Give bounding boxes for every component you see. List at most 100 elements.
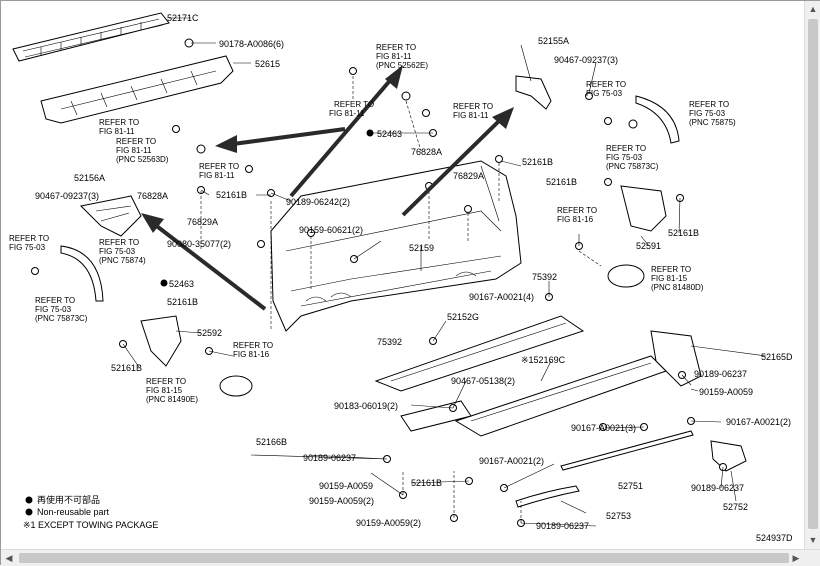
- part-label-52152g[interactable]: 52152G: [447, 312, 479, 322]
- retainer-52155a: [515, 75, 552, 110]
- parts-diagram: 52171C 90178-A0086(6) 52615 52155A 90467…: [9, 12, 793, 543]
- part-label-52463-lower[interactable]: 52463: [169, 279, 194, 289]
- moulding-52753: [515, 485, 580, 508]
- legend-line-1: 再使用不可部品: [37, 494, 100, 505]
- step-pad-52152g: [374, 315, 585, 392]
- part-label-76829a-left[interactable]: 76829A: [187, 217, 218, 227]
- part-label-52161b-b[interactable]: 52161B: [546, 177, 577, 187]
- part-label-90167-a0021-3[interactable]: 90167-A0021(3): [571, 423, 636, 433]
- bracket-52592: [140, 315, 182, 367]
- part-label-90189-06237-b[interactable]: 90189-06237: [536, 521, 589, 531]
- part-label-76828a-right[interactable]: 76828A: [411, 147, 442, 157]
- part-label-90167-a0021-2-a[interactable]: 90167-A0021(2): [479, 456, 544, 466]
- part-label-152169c[interactable]: ※152169C: [521, 355, 566, 365]
- part-label-90467-left[interactable]: 90467-09237(3): [35, 191, 99, 201]
- legend-bullet-icon: [25, 496, 33, 504]
- part-label-90167-a0021-2-b[interactable]: 90167-A0021(2): [726, 417, 791, 427]
- scroll-left-arrow-icon[interactable]: ◀: [5, 553, 13, 563]
- reflector-lamp-right: [607, 264, 645, 288]
- part-label-52166b[interactable]: 52166B: [256, 437, 287, 447]
- part-label-75392-a[interactable]: 75392: [532, 272, 557, 282]
- retainer-52156a: [79, 195, 142, 237]
- mudguard-left: [60, 245, 104, 302]
- bumper-cover-52159: [270, 160, 522, 332]
- part-label-52592[interactable]: 52592: [197, 328, 222, 338]
- part-label-52156a[interactable]: 52156A: [74, 173, 105, 183]
- part-label-90467-right[interactable]: 90467-09237(3): [554, 55, 618, 65]
- part-label-52463-upper[interactable]: 52463: [377, 129, 402, 139]
- part-label-52159[interactable]: 52159: [409, 243, 434, 253]
- part-label-52751[interactable]: 52751: [618, 481, 643, 491]
- bracket-52591: [620, 185, 667, 232]
- vertical-scroll-thumb[interactable]: [808, 19, 818, 529]
- part-label-90189-06237-a[interactable]: 90189-06237: [303, 453, 356, 463]
- part-label-76829a-right[interactable]: 76829A: [453, 171, 484, 181]
- part-label-90167-a0021-4[interactable]: 90167-A0021(4): [469, 292, 534, 302]
- part-label-75392-b[interactable]: 75392: [377, 337, 402, 347]
- part-label-90183-06019[interactable]: 90183-06019(2): [334, 401, 398, 411]
- nonreusable-marker: [366, 129, 374, 137]
- part-label-76828a-left[interactable]: 76828A: [137, 191, 168, 201]
- part-label-90159-a0059-b[interactable]: 90159-A0059(2): [309, 496, 374, 506]
- reinforcement-bar-52171c: [12, 12, 170, 62]
- energy-absorber-52615: [40, 55, 234, 124]
- legend-line-2: Non-reusable part: [37, 507, 110, 517]
- moulding-52751: [560, 430, 694, 471]
- horizontal-scrollbar[interactable]: ◀ ▶: [1, 549, 820, 566]
- part-label-52155a[interactable]: 52155A: [538, 36, 569, 46]
- part-label-52591[interactable]: 52591: [636, 241, 661, 251]
- legend: 再使用不可部品 Non-reusable part ※1 EXCEPT TOWI…: [23, 494, 158, 530]
- drawing-id: 524937D: [756, 533, 793, 543]
- part-label-52161b-d[interactable]: 52161B: [167, 297, 198, 307]
- part-label-90189-06242[interactable]: 90189-06242(2): [286, 197, 350, 207]
- pointer-arrows: [141, 65, 514, 311]
- reflector-lamp-left: [219, 375, 253, 397]
- part-label-90189-06237-d[interactable]: 90189-06237: [691, 483, 744, 493]
- part-label-90080[interactable]: 90080-35077(2): [167, 239, 231, 249]
- part-label-52171c[interactable]: 52171C: [167, 13, 199, 23]
- part-label-90467-05138[interactable]: 90467-05138(2): [451, 376, 515, 386]
- lower-cover-52165d: [650, 330, 702, 387]
- scroll-down-arrow-icon[interactable]: ▼: [808, 535, 818, 545]
- part-label-52753[interactable]: 52753: [606, 511, 631, 521]
- leader-lines: [122, 17, 767, 527]
- part-label-90189-06237-c[interactable]: 90189-06237: [694, 369, 747, 379]
- nonreusable-marker: [160, 279, 168, 287]
- part-label-90178[interactable]: 90178-A0086(6): [219, 39, 284, 49]
- part-label-52161b-e[interactable]: 52161B: [111, 363, 142, 373]
- scroll-right-arrow-icon[interactable]: ▶: [792, 553, 800, 563]
- part-label-90159-a0059-d[interactable]: 90159-A0059: [699, 387, 753, 397]
- legend-bullet-icon: [25, 508, 33, 516]
- part-label-52161b-f[interactable]: 52161B: [668, 228, 699, 238]
- part-label-52752[interactable]: 52752: [723, 502, 748, 512]
- lower-cover-52166b: [400, 400, 472, 432]
- part-label-52161b-a[interactable]: 52161B: [522, 157, 553, 167]
- part-label-90159-a0059-a[interactable]: 90159-A0059: [319, 481, 373, 491]
- horizontal-scroll-thumb[interactable]: [19, 553, 789, 563]
- vertical-scrollbar[interactable]: ▲ ▼: [804, 1, 820, 549]
- part-label-52615[interactable]: 52615: [255, 59, 280, 69]
- scroll-up-arrow-icon[interactable]: ▲: [808, 4, 818, 14]
- part-label-52161b-c[interactable]: 52161B: [216, 190, 247, 200]
- part-label-52165d[interactable]: 52165D: [761, 352, 793, 362]
- part-label-52161b-g[interactable]: 52161B: [411, 478, 442, 488]
- part-label-90159-60621[interactable]: 90159-60621(2): [299, 225, 363, 235]
- part-label-90159-a0059-c[interactable]: 90159-A0059(2): [356, 518, 421, 528]
